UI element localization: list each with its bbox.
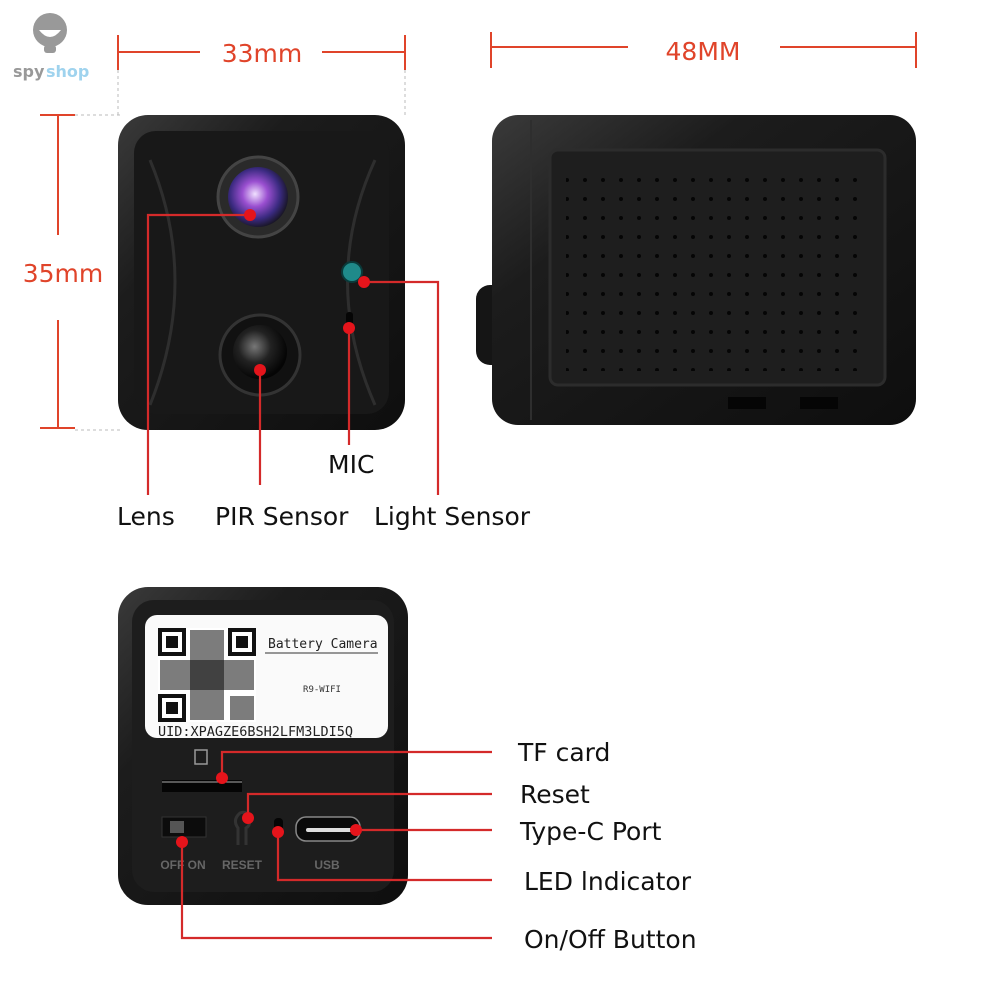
usb-marking: USB	[314, 858, 340, 872]
callout-light-sensor: Light Sensor	[374, 502, 531, 531]
callout-reset: Reset	[520, 780, 590, 809]
logo-text-shop: shop	[46, 62, 89, 81]
camera-front-view	[118, 115, 405, 430]
dimension-label: 35mm	[23, 259, 104, 288]
qr-code	[158, 628, 256, 722]
camera-side-view	[476, 115, 916, 425]
dimension-width-front: 33mm	[117, 35, 406, 115]
callout-lens: Lens	[117, 502, 175, 531]
logo-text-spy: spy	[13, 62, 45, 81]
label-model: R9-WIFI	[303, 685, 341, 695]
dimension-label: 33mm	[222, 39, 303, 68]
reset-marking: RESET	[222, 858, 263, 872]
label-uid: UID:XPAGZE6BSH2LFM3LDI5Q	[158, 724, 353, 740]
callout-type-c-port: Type-C Port	[519, 817, 662, 846]
light-sensor	[341, 261, 363, 283]
spyshop-logo: spy shop	[13, 13, 89, 81]
callout-mic: MIC	[328, 450, 374, 479]
tf-card-icon	[194, 749, 208, 765]
callout-on-off-button: On/Off Button	[524, 925, 697, 954]
dimension-height: 35mm	[23, 114, 120, 431]
camera-back-view: Battery Camera R9-WIFI UID:XPAGZE6BSH2LF…	[118, 587, 408, 905]
callout-tf-card: TF card	[517, 738, 610, 767]
speaker-grille	[566, 166, 871, 371]
callout-led-indicator: LED lndicator	[524, 867, 692, 896]
lens	[228, 167, 288, 227]
dimension-label: 48MM	[666, 37, 741, 66]
dimension-width-side: 48MM	[490, 32, 917, 68]
label-title: Battery Camera	[268, 637, 378, 652]
callout-pir-sensor: PIR Sensor	[215, 502, 349, 531]
